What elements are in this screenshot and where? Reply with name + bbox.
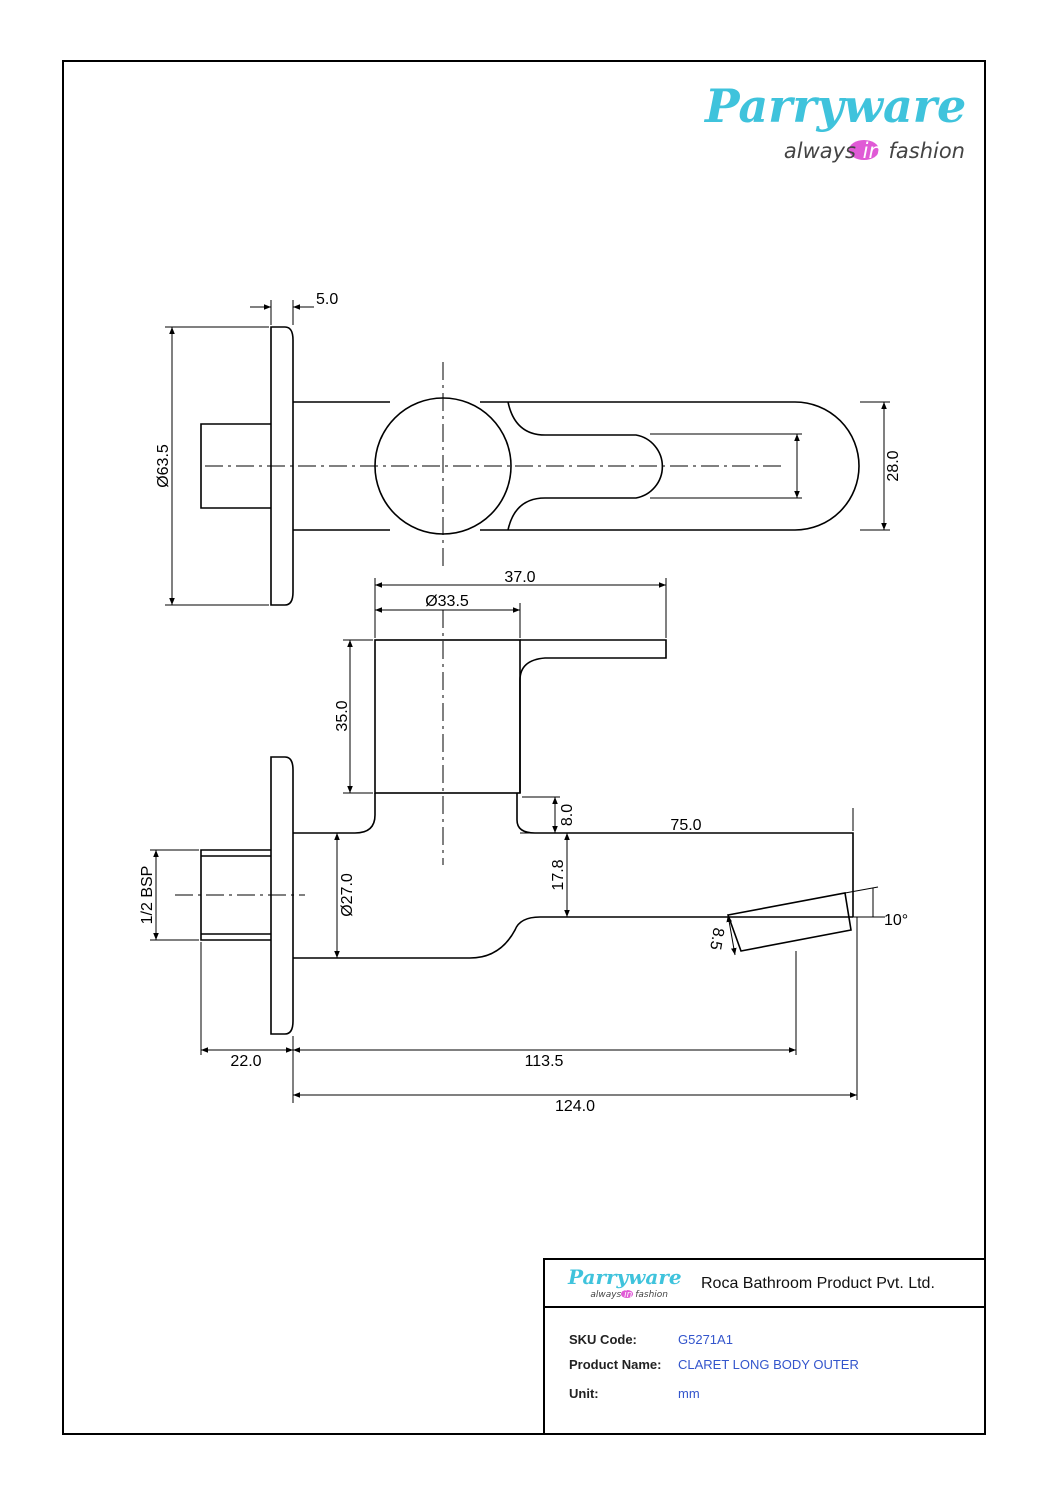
dim-spout-width: 28.0	[885, 450, 902, 481]
dim-thread-length: 22.0	[230, 1053, 261, 1070]
flange-side-view	[270, 756, 294, 1035]
top-view-centerlines	[205, 362, 785, 570]
dim-spout-height: 17.8	[550, 859, 567, 890]
svg-text:Parryware: Parryware	[567, 1265, 682, 1289]
dim-flange-thickness: 5.0	[316, 291, 338, 308]
brand-tagline: always in fashion	[784, 139, 965, 163]
brand-logo: Parryware always in fashion	[703, 79, 966, 163]
dim-outlet-height: 8.5	[706, 926, 727, 951]
dim-body-gap: 8.0	[559, 804, 576, 826]
sku-label: SKU Code:	[569, 1332, 637, 1347]
handle-lever-side-view	[519, 639, 667, 793]
dim-handle-length: 37.0	[504, 569, 535, 586]
unit-value: mm	[678, 1386, 700, 1401]
side-view-dimensions	[150, 578, 885, 1103]
handle-cylinder-side-view	[374, 639, 521, 794]
product-name-label: Product Name:	[569, 1357, 662, 1372]
dim-flange-diameter: Ø63.5	[155, 444, 172, 488]
svg-text:always in fashion: always in fashion	[590, 1290, 668, 1300]
dim-spout-length: 75.0	[670, 817, 701, 834]
side-view-centerlines	[175, 610, 444, 896]
product-name-value: CLARET LONG BODY OUTER	[678, 1357, 859, 1372]
flange-top-view	[270, 326, 294, 606]
dim-body-diameter: Ø27.0	[339, 873, 356, 917]
thread-stub-top-view	[200, 423, 271, 509]
company-name: Roca Bathroom Product Pvt. Ltd.	[701, 1275, 935, 1292]
sku-value: G5271A1	[678, 1332, 733, 1347]
top-view-dimensions	[165, 300, 890, 606]
dim-outlet-position: 113.5	[525, 1053, 564, 1070]
dim-handle-height: 35.0	[334, 700, 351, 731]
dim-thread: 1/2 BSP	[139, 866, 156, 925]
side-view	[200, 639, 854, 1035]
outlet-aerator	[726, 892, 852, 952]
dim-outlet-angle: 10°	[884, 912, 908, 929]
brand-name: Parryware	[703, 79, 966, 133]
title-block-logo: Parryware always in fashion	[567, 1265, 682, 1300]
dim-overall-length: 124.0	[555, 1098, 595, 1115]
drawing-frame	[62, 60, 986, 1435]
title-block-header: Roca Bathroom Product Pvt. Ltd.	[545, 1260, 986, 1308]
title-block: Roca Bathroom Product Pvt. Ltd. SKU Code…	[543, 1258, 986, 1435]
tagline-highlight-blob	[849, 140, 879, 160]
dim-handle-diameter: Ø33.5	[425, 593, 469, 610]
unit-label: Unit:	[569, 1386, 599, 1401]
